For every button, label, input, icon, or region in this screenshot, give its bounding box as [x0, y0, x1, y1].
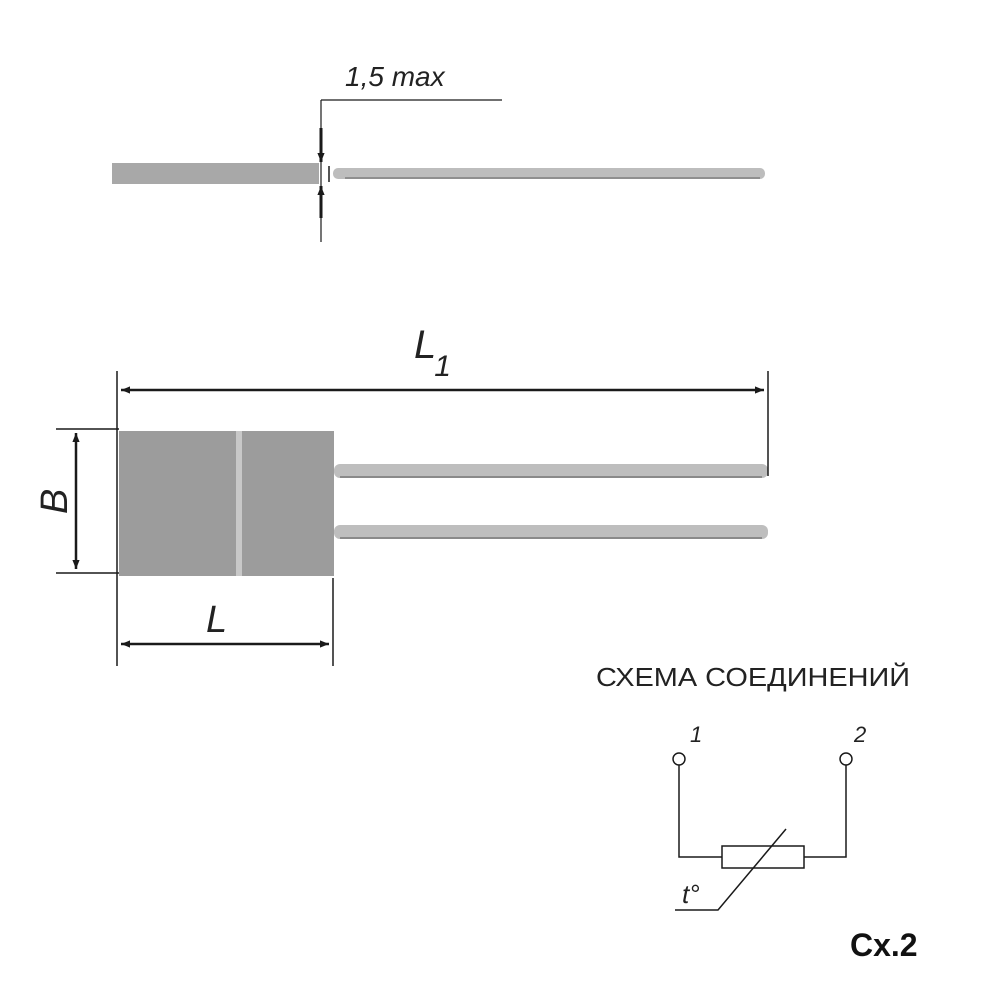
side-view-body: [112, 163, 319, 184]
temperature-symbol: t°: [682, 879, 700, 909]
pin-1-label: 1: [690, 722, 702, 747]
body-divider: [236, 431, 242, 576]
wire-right: [804, 765, 847, 858]
schematic-title: СХЕМА СОЕДИНЕНИЙ: [596, 662, 910, 692]
side-view-lead: [333, 168, 765, 179]
lead-offset-dimension: 1,5 max: [345, 61, 446, 92]
pin-2-label: 2: [853, 722, 866, 747]
l1-main-letter: L: [414, 323, 436, 367]
figure-label: Сх.2: [850, 927, 918, 963]
l1-subscript: 1: [434, 350, 451, 383]
front-view: L1 B L: [34, 323, 769, 666]
lead-lower: [334, 525, 768, 539]
pin-2-terminal: [839, 752, 853, 766]
pin-1-terminal: [672, 752, 686, 766]
thermistor-slash: [675, 828, 787, 911]
body-length-label: L: [206, 599, 227, 641]
connection-schematic: СХЕМА СОЕДИНЕНИЙ 1 2 t°: [596, 662, 910, 911]
component-body: [119, 431, 334, 576]
wire-left: [678, 765, 722, 858]
lead-upper: [334, 464, 768, 478]
width-dimension-label: B: [34, 489, 76, 514]
side-view: 1,5 max: [112, 61, 765, 242]
l1-dimension-label: L1: [414, 323, 451, 383]
